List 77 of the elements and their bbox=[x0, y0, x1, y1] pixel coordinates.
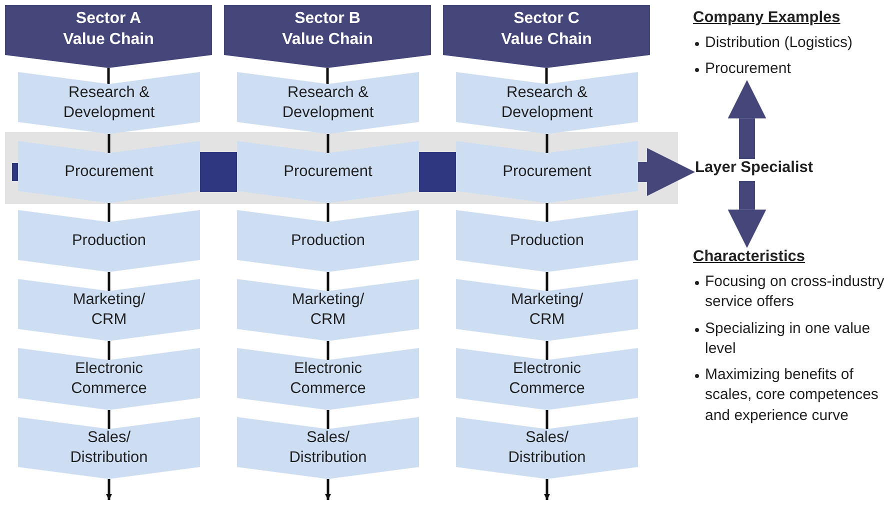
connector-bar bbox=[200, 152, 237, 192]
value-step-block bbox=[456, 210, 638, 272]
connector-line bbox=[546, 341, 548, 360]
connector-line bbox=[545, 68, 548, 84]
block-arrow bbox=[638, 148, 695, 196]
connector-line bbox=[108, 203, 110, 222]
value-step-block bbox=[237, 279, 419, 341]
value-step-block bbox=[456, 141, 638, 203]
connector-line bbox=[108, 272, 110, 291]
sector-title: Sector A Value Chain bbox=[62, 9, 155, 50]
connector-line bbox=[326, 134, 330, 153]
arrow bbox=[325, 479, 331, 500]
sector-title: Sector C Value Chain bbox=[500, 9, 593, 50]
bullet-text: Distribution (Logistics) bbox=[705, 33, 853, 53]
value-step-block bbox=[237, 72, 419, 134]
layer-specialist-label: Layer Specialist bbox=[695, 159, 835, 177]
connector-bar bbox=[419, 152, 456, 192]
block-arrow bbox=[728, 181, 766, 248]
sector-header-block bbox=[224, 5, 431, 68]
step-label: Sales/ Distribution bbox=[69, 428, 149, 468]
value-step-block bbox=[18, 72, 200, 134]
step-label: Marketing/ CRM bbox=[510, 290, 584, 330]
value-step-block bbox=[18, 279, 200, 341]
connector-bar bbox=[12, 163, 18, 181]
step-label: Production bbox=[72, 230, 146, 251]
arrow bbox=[106, 479, 112, 500]
section-heading: Company Examples bbox=[693, 9, 840, 27]
section-heading: Characteristics bbox=[693, 248, 806, 266]
arrow bbox=[544, 479, 550, 500]
bullet-text: Maximizing benefits of scales, core competences and experience curve bbox=[705, 365, 880, 426]
sector-header-block bbox=[443, 5, 650, 68]
value-step-block bbox=[18, 210, 200, 272]
connector-line bbox=[546, 203, 548, 222]
step-label: Sales/ Distribution bbox=[507, 428, 587, 468]
block-arrow bbox=[728, 80, 766, 159]
value-step-block bbox=[237, 141, 419, 203]
step-label: Production bbox=[510, 230, 584, 251]
connector-line bbox=[326, 272, 330, 291]
value-step-block bbox=[237, 348, 419, 410]
step-label: Research & Development bbox=[500, 82, 594, 123]
value-step-block bbox=[237, 210, 419, 272]
bullet-text: Focusing on cross-industry service offers bbox=[705, 272, 885, 312]
connector-line bbox=[326, 68, 329, 84]
sector-title: Sector B Value Chain bbox=[281, 9, 374, 50]
value-step-block bbox=[456, 348, 638, 410]
connector-line bbox=[107, 68, 110, 84]
sector-header-block bbox=[5, 5, 212, 68]
value-step-block bbox=[18, 141, 200, 203]
connector-line bbox=[326, 410, 330, 429]
connector-line bbox=[326, 203, 330, 222]
step-label: Procurement bbox=[502, 162, 592, 182]
step-label: Procurement bbox=[64, 162, 154, 182]
step-label: Electronic Commerce bbox=[289, 358, 367, 399]
step-label: Marketing/ CRM bbox=[72, 290, 146, 330]
step-label: Production bbox=[290, 230, 366, 251]
value-step-block bbox=[18, 348, 200, 410]
connector-line bbox=[546, 134, 548, 153]
step-label: Research & Development bbox=[62, 82, 156, 123]
step-label: Procurement bbox=[284, 162, 372, 182]
step-label: Marketing/ CRM bbox=[290, 290, 366, 330]
step-label: Electronic Commerce bbox=[508, 358, 586, 399]
value-step-block bbox=[456, 279, 638, 341]
value-step-block bbox=[18, 417, 200, 479]
step-label: Electronic Commerce bbox=[70, 358, 148, 399]
value-step-block bbox=[237, 417, 419, 479]
connector-line bbox=[108, 410, 110, 429]
step-label: Research & Development bbox=[281, 82, 375, 123]
bullet-text: Procurement bbox=[705, 59, 791, 80]
bullet-text: Specializing in one value level bbox=[705, 318, 872, 359]
connector-line bbox=[108, 341, 110, 360]
value-step-block bbox=[456, 417, 638, 479]
connector-line bbox=[546, 272, 548, 291]
connector-line bbox=[108, 134, 110, 153]
connector-line bbox=[546, 410, 548, 429]
value-step-block bbox=[456, 72, 638, 134]
connector-line bbox=[326, 341, 330, 360]
step-label: Sales/ Distribution bbox=[288, 428, 368, 468]
